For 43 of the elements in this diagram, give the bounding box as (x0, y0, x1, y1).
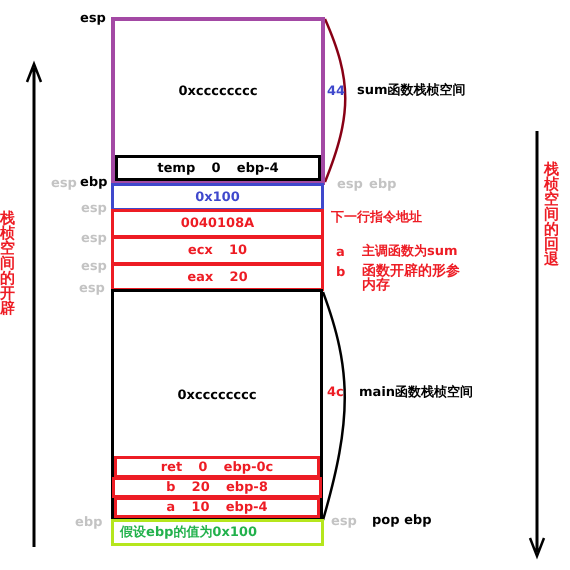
note-marker: a (336, 246, 345, 259)
stack-frame-box (111, 289, 323, 521)
cell-text: ecx 10 (188, 244, 248, 257)
register-label: esp (331, 515, 357, 528)
note-text: 下一行指令地址 (331, 211, 422, 224)
stack-cell (114, 456, 320, 478)
register-label: ebp (80, 176, 108, 189)
cell-text: 0x100 (195, 190, 240, 204)
register-label: esp (80, 12, 106, 25)
stack-cell (111, 519, 324, 546)
register-label: esp (81, 232, 107, 245)
stack-cell (112, 477, 322, 498)
frame-label: sum函数栈桢空间 (357, 84, 466, 97)
frame-label: main函数栈桢空间 (359, 386, 474, 399)
direction-label: 栈桢空间的回退 (544, 162, 559, 267)
register-label: esp (81, 202, 107, 215)
stack-cell (111, 183, 324, 211)
cell-text: temp 0 ebp-4 (157, 162, 279, 174)
cell-text: 0xcccccccc (177, 388, 257, 402)
size-label: 4c (327, 386, 344, 399)
register-label: ebp (75, 516, 102, 529)
stack-cell (111, 263, 324, 291)
stack-cell (111, 236, 324, 265)
cell-text: ret 0 ebp-0c (160, 460, 274, 474)
cell-text: 0040108A (180, 217, 254, 230)
register-label: esp (79, 282, 105, 295)
instruction-label: pop ebp (372, 514, 432, 527)
register-label: esp (51, 177, 77, 190)
cell-text: 0xcccccccc (178, 84, 258, 98)
register-label: ebp (369, 178, 396, 191)
stack-cell (111, 209, 324, 238)
cell-text: a 10 ebp-4 (166, 501, 268, 514)
cell-text: eax 20 (187, 270, 248, 284)
note-text: 函数开辟的形参内存 (362, 264, 461, 292)
register-label: esp (337, 178, 363, 191)
note-text: 主调函数为sum (362, 245, 458, 258)
note-marker: b (336, 266, 346, 279)
stack-frame-box (111, 17, 325, 185)
register-label: esp (81, 260, 107, 273)
cell-text: b 20 ebp-8 (166, 481, 268, 494)
stack-cell (115, 155, 321, 181)
cell-text: 假设ebp的值为0x100 (120, 526, 257, 539)
stack-cell (114, 497, 320, 518)
